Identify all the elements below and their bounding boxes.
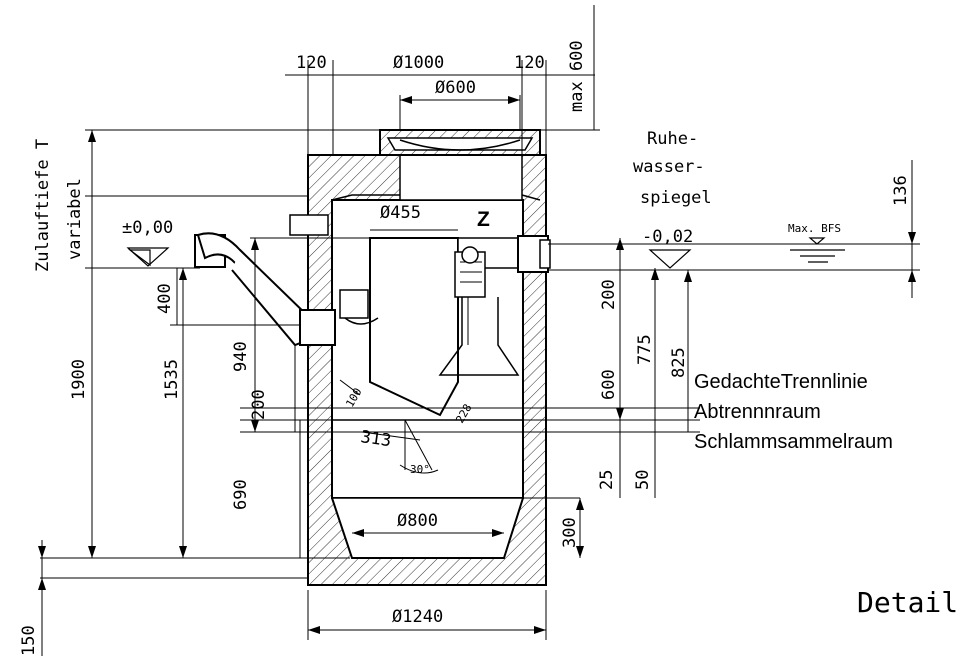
dim-600: 600 bbox=[599, 369, 619, 400]
dim-zulauftiefe: Zulauftiefe T bbox=[33, 139, 53, 272]
label-trenn1: GedachteTrennlinie bbox=[694, 371, 868, 393]
dim-940: 940 bbox=[231, 341, 251, 372]
label-trenn3: Schlammsammelraum bbox=[694, 431, 893, 453]
separator-insert bbox=[289, 214, 551, 417]
dim-30deg: 30° bbox=[410, 463, 430, 476]
label-ruhe3: spiegel bbox=[640, 188, 712, 208]
dim-d1240: Ø1240 bbox=[392, 607, 443, 627]
dim-50: 50 bbox=[633, 470, 653, 490]
dim-775: 775 bbox=[635, 334, 655, 365]
labels: Ruhe- wasser- spiegel GedachteTrennlinie… bbox=[633, 129, 958, 619]
dim-d800: Ø800 bbox=[397, 511, 438, 531]
label-trenn2: Abtrennnraum bbox=[694, 401, 821, 423]
dim-25: 25 bbox=[597, 470, 617, 490]
dim-z: Z bbox=[477, 208, 490, 231]
inlet-pipe bbox=[194, 232, 336, 347]
dim-d1000: Ø1000 bbox=[393, 53, 444, 73]
dim-400: 400 bbox=[155, 283, 175, 314]
dim-maxbfs: Max. BFS bbox=[788, 222, 841, 235]
arrowheads bbox=[38, 96, 916, 634]
dim-300: 300 bbox=[560, 517, 580, 548]
dim-d600: Ø600 bbox=[435, 78, 476, 98]
dim-max600: max 600 bbox=[567, 40, 587, 112]
dim-200-left: 200 bbox=[249, 389, 269, 420]
dim-825: 825 bbox=[669, 347, 689, 378]
dim-variabel: variabel bbox=[65, 178, 85, 260]
dim-150: 150 bbox=[19, 625, 39, 656]
label-detail: Detail bbox=[857, 586, 958, 619]
dim-690: 690 bbox=[231, 479, 251, 510]
dimension-lines bbox=[40, 5, 920, 656]
dim-313: 313 bbox=[359, 427, 392, 451]
dim-1900: 1900 bbox=[69, 359, 89, 400]
dim-120-right: 120 bbox=[514, 53, 545, 73]
dim-pm000: ±0,00 bbox=[122, 218, 173, 238]
dim-200-right: 200 bbox=[599, 279, 619, 310]
dim-minus002: -0,02 bbox=[642, 227, 693, 247]
water-level-symbols bbox=[126, 237, 845, 269]
dim-136: 136 bbox=[891, 175, 911, 206]
dim-d455: Ø455 bbox=[380, 203, 421, 223]
dimension-texts: 120 Ø1000 120 max 600 Ø600 Ø455 Z ±0,00 … bbox=[19, 40, 911, 656]
label-ruhe1: Ruhe- bbox=[647, 129, 698, 149]
dim-1535: 1535 bbox=[162, 359, 182, 400]
dim-120-left: 120 bbox=[296, 53, 327, 73]
label-ruhe2: wasser- bbox=[633, 157, 705, 177]
